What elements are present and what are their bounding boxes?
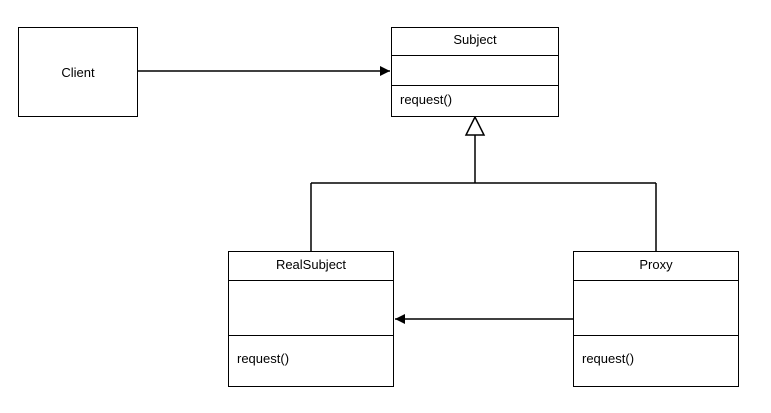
generalization-triangle-icon [464,115,486,136]
proxy-operation: request() [582,351,635,366]
subject-attributes-compartment [392,56,558,86]
proxy-operations-compartment: request() [574,336,738,386]
subject-operation: request() [400,92,453,107]
generalization-connector [310,115,657,251]
realsubject-operations-compartment: request() [229,336,393,386]
client-box[interactable]: Client [18,27,138,117]
proxy-class-name: Proxy [574,252,738,281]
subject-class-name: Subject [392,28,558,56]
realsubject-class-name: RealSubject [229,252,393,281]
subject-class-box[interactable]: Subject request() [391,27,559,117]
realsubject-class-box[interactable]: RealSubject request() [228,251,394,387]
realsubject-operation: request() [237,351,290,366]
proxy-class-box[interactable]: Proxy request() [573,251,739,387]
client-label: Client [61,64,95,80]
proxy-attributes-compartment [574,281,738,336]
subject-operations-compartment: request() [392,86,558,116]
realsubject-attributes-compartment [229,281,393,336]
